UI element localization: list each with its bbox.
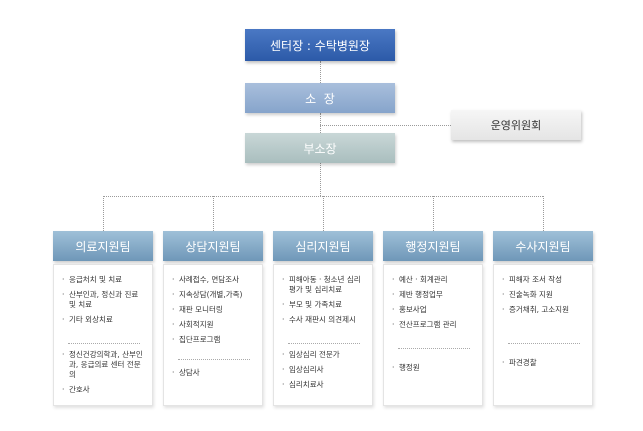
staff-item: 간호사 <box>62 385 146 395</box>
divider <box>68 343 140 344</box>
divider <box>398 348 470 349</box>
team-psychology: 심리지원팀 피해아동 · 청소년 심리평가 및 심리치료 부모 및 가족치료 수… <box>273 231 373 406</box>
connector-team-4 <box>433 196 434 231</box>
duty-item: 산부인과, 정신과 진료 및 치료 <box>62 290 146 310</box>
duty-item: 집단프로그램 <box>172 335 256 345</box>
divider <box>178 359 250 360</box>
duty-item: 예산 · 회계관리 <box>392 275 476 285</box>
duty-item: 홍보사업 <box>392 305 476 315</box>
team-header: 상담지원팀 <box>163 231 263 261</box>
connector-team-5 <box>543 196 544 231</box>
center-head-label: 센터장 : 수탁병원장 <box>270 38 370 53</box>
connector-team-2 <box>213 196 214 231</box>
duty-item: 전산프로그램 관리 <box>392 320 476 330</box>
team-body: 피해자 조서 작성 진술녹화 지원 증거채취, 고소지원 파견경찰 <box>493 264 593 406</box>
center-head-box: 센터장 : 수탁병원장 <box>245 29 395 61</box>
staff-item: 정신건강의학과, 산부인과, 응급의료 센터 전문의 <box>62 350 146 380</box>
duty-item: 피해자 조서 작성 <box>502 275 586 285</box>
connector-deputy-teams <box>320 163 321 196</box>
staff-item: 상담사 <box>172 368 256 378</box>
team-name: 의료지원팀 <box>75 239 131 254</box>
team-header: 심리지원팀 <box>273 231 373 261</box>
team-body: 피해아동 · 청소년 심리평가 및 심리치료 부모 및 가족치료 수사 재판시 … <box>273 264 373 406</box>
committee-box: 운영위원회 <box>451 110 581 140</box>
duty-item: 지속상담(개별,가족) <box>172 290 256 300</box>
team-body: 응급처치 및 치료 산부인과, 정신과 진료 및 치료 기타 외상치료 정신건강… <box>53 264 153 406</box>
divider <box>508 343 580 344</box>
team-administration: 행정지원팀 예산 · 회계관리 제반 행정업무 홍보사업 전산프로그램 관리 행… <box>383 231 483 406</box>
director-label: 소 장 <box>305 91 335 106</box>
director-box: 소 장 <box>245 83 395 113</box>
duty-item: 수사 재판시 의견제시 <box>282 315 366 325</box>
duty-item: 진술녹화 지원 <box>502 290 586 300</box>
committee-label: 운영위원회 <box>490 119 542 132</box>
duty-item: 재판 모니터링 <box>172 305 256 315</box>
duty-item: 피해아동 · 청소년 심리평가 및 심리치료 <box>282 275 366 295</box>
team-name: 행정지원팀 <box>405 239 461 254</box>
duty-item: 제반 행정업무 <box>392 290 476 300</box>
team-header: 의료지원팀 <box>53 231 153 261</box>
staff-item: 심리치료사 <box>282 380 366 390</box>
connector-team-1 <box>103 196 104 231</box>
duty-item: 증거채취, 고소지원 <box>502 305 586 315</box>
staff-item: 임상심리 전문가 <box>282 350 366 360</box>
connector-center-director <box>320 61 321 83</box>
connector-committee <box>320 125 451 126</box>
team-counseling: 상담지원팀 사례접수, 면담조사 지속상담(개별,가족) 재판 모니터링 사회적… <box>163 231 263 406</box>
deputy-director-label: 부소장 <box>303 141 337 156</box>
team-medical: 의료지원팀 응급처치 및 치료 산부인과, 정신과 진료 및 치료 기타 외상치… <box>53 231 153 406</box>
duty-item: 부모 및 가족치료 <box>282 300 366 310</box>
connector-team-3 <box>323 196 324 231</box>
duty-item: 응급처치 및 치료 <box>62 275 146 285</box>
team-name: 상담지원팀 <box>185 239 241 254</box>
divider <box>288 343 360 344</box>
team-name: 수사지원팀 <box>515 239 571 254</box>
duty-item: 사회적지원 <box>172 320 256 330</box>
staff-item: 임상심리사 <box>282 365 366 375</box>
team-header: 수사지원팀 <box>493 231 593 261</box>
team-body: 예산 · 회계관리 제반 행정업무 홍보사업 전산프로그램 관리 행정원 <box>383 264 483 406</box>
team-investigation: 수사지원팀 피해자 조서 작성 진술녹화 지원 증거채취, 고소지원 파견경찰 <box>493 231 593 406</box>
deputy-director-box: 부소장 <box>245 133 395 163</box>
staff-item: 파견경찰 <box>502 358 586 368</box>
team-header: 행정지원팀 <box>383 231 483 261</box>
connector-director-deputy <box>320 113 321 133</box>
duty-item: 사례접수, 면담조사 <box>172 275 256 285</box>
staff-item: 행정원 <box>392 363 476 373</box>
team-body: 사례접수, 면담조사 지속상담(개별,가족) 재판 모니터링 사회적지원 집단프… <box>163 264 263 406</box>
team-name: 심리지원팀 <box>295 239 351 254</box>
duty-item: 기타 외상치료 <box>62 315 146 325</box>
